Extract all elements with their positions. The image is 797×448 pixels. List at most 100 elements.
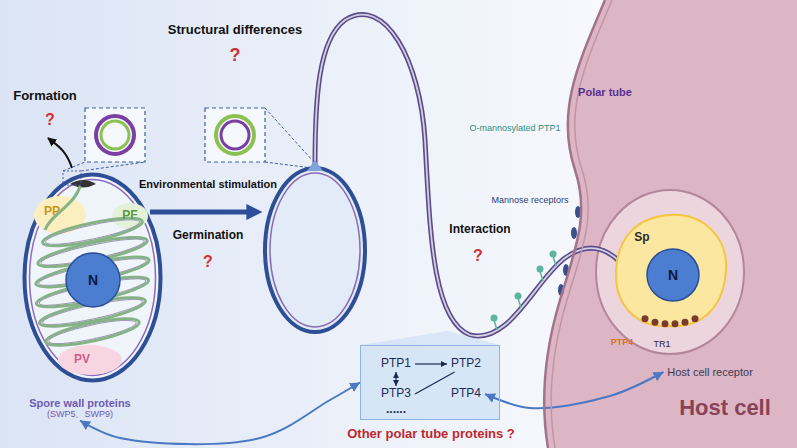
host-cell: N SpHost cell receptorHost cell: [540, 0, 797, 448]
vacuole: [596, 190, 744, 354]
receptor-dot: [642, 315, 649, 322]
text-anchor: TR1: [653, 339, 670, 349]
receptor-label: Host cell receptor: [664, 365, 757, 380]
callout: [360, 331, 500, 420]
graphic: [44, 313, 141, 350]
graphic: [360, 345, 500, 420]
zoom-box: [63, 171, 81, 185]
text-anchor: Structural differences: [168, 23, 302, 38]
node-text: (SWP5、SWP9): [47, 409, 113, 419]
graphic: [265, 162, 312, 168]
polar-filament-region: [112, 203, 148, 229]
graphic: [85, 108, 145, 162]
text-anchor: Formation: [13, 89, 77, 104]
graphic: [360, 331, 500, 345]
question-mark: ?: [473, 247, 483, 265]
text-anchor: ......: [386, 403, 406, 417]
graphic: [47, 316, 137, 348]
text-anchor: Mannose receptors: [491, 195, 568, 205]
node-text: PTP3: [381, 387, 411, 401]
graphic: [491, 315, 498, 322]
text-anchor: N: [668, 267, 678, 283]
graphic: [537, 266, 544, 273]
receptor-dot: [652, 319, 659, 326]
nucleus: N: [65, 252, 121, 308]
text-anchor: ?: [203, 253, 213, 271]
protein-box: PTP4: [447, 386, 485, 402]
part-label: O-mannosylated PTP1: [469, 123, 560, 133]
host-membrane: [551, 0, 612, 448]
receptor-dot: [662, 320, 669, 327]
graphic: [265, 108, 312, 160]
nucleus: N: [646, 248, 700, 302]
node-text: Other polar tube proteins ?: [347, 427, 515, 442]
graphic: [494, 320, 497, 330]
question-mark: ?: [203, 253, 213, 271]
spore: N PP PF PV: [20, 170, 165, 385]
relation-arrow: [80, 383, 360, 445]
host-membrane: [544, 0, 605, 448]
text-anchor: Environmental stimulation: [139, 178, 277, 191]
node-text: ......: [386, 403, 406, 417]
interaction-line: [415, 372, 455, 394]
graphic: [270, 173, 360, 327]
process-label: Germination: [173, 229, 244, 243]
heading: Formation: [13, 89, 77, 104]
node-text: Sp: [634, 231, 649, 245]
graphic: [221, 121, 249, 149]
part-label: TR1: [653, 339, 670, 349]
node-text: PTP1: [381, 357, 411, 371]
part-label: Polar tube: [578, 86, 632, 99]
polar-tube-protein-box: PTP1PTP2PTP3PTP4......Other polar tube p…: [360, 345, 500, 420]
graphic: [63, 162, 85, 171]
node-text: PP: [44, 205, 60, 219]
spore-wall: [25, 175, 161, 381]
text-anchor: N: [88, 272, 98, 288]
heading: Interaction: [449, 223, 510, 237]
connectors: [80, 364, 664, 444]
polar-tube: [307, 15, 620, 336]
graphic: [265, 168, 365, 332]
nucleus-circle: [66, 253, 120, 307]
graphic: [216, 116, 254, 154]
receptor-dot: [672, 320, 679, 327]
inset-wall-germinated: [205, 108, 312, 168]
host-cytoplasm: [544, 0, 797, 448]
node-text: PF: [122, 209, 137, 223]
graphic: [540, 271, 543, 281]
relation-arrow: [485, 372, 664, 408]
text-anchor: PV: [74, 353, 90, 367]
receptor-dot: [682, 319, 689, 326]
protein-box: PTP1: [377, 356, 415, 372]
formation-arrow: [48, 138, 72, 168]
graphic: [315, 15, 620, 336]
protein-box: PTP3: [377, 386, 415, 402]
text-anchor: ?: [45, 111, 55, 129]
node-text: Host cell: [679, 395, 771, 420]
graphic: [96, 116, 134, 154]
glycosylated-protein: [491, 251, 557, 331]
text-anchor: Sp: [634, 231, 649, 245]
nucleus-circle: [647, 249, 699, 301]
text-anchor: Polar tube: [578, 86, 632, 99]
node-text: N: [88, 272, 98, 288]
graphic: [307, 160, 323, 171]
graphic: [205, 108, 265, 162]
protein-box: PTP2: [447, 356, 485, 372]
node-text: N: [668, 267, 678, 283]
part-label: Mannose receptors: [491, 195, 568, 205]
interaction-arrow: [395, 372, 396, 386]
sporoplasm: N Sp: [610, 210, 730, 330]
text-anchor: Interaction: [449, 223, 510, 237]
text-anchor: PP: [44, 205, 60, 219]
graphic: [81, 162, 145, 171]
graphic: [553, 256, 556, 266]
anchoring-disk: [70, 180, 96, 188]
polar-filament-coil: [44, 313, 141, 350]
text-anchor: Host cell: [679, 395, 771, 420]
germination-arrow: [150, 210, 256, 215]
node-text: Spore wall proteins: [29, 397, 130, 410]
text-anchor: Other polar tube proteins ?: [347, 427, 515, 442]
